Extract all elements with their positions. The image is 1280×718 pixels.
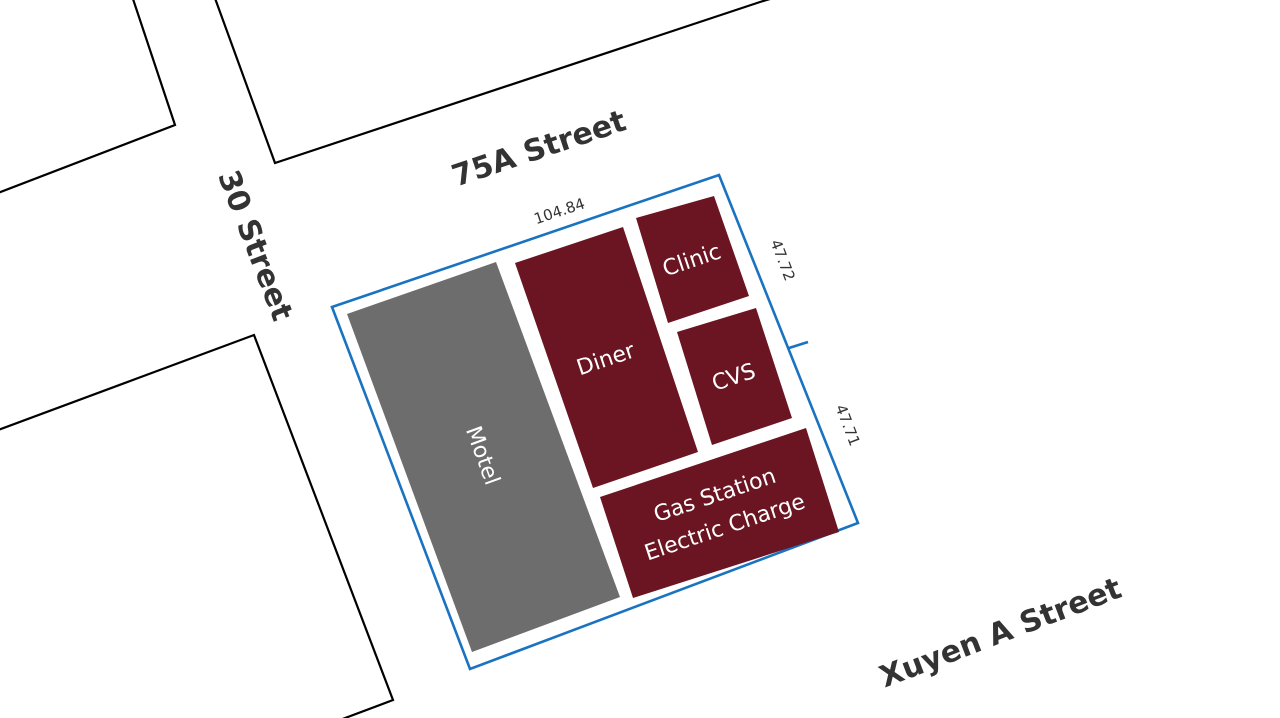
dimension-east-lower: 47.71 xyxy=(832,402,864,449)
lot-boundary xyxy=(330,173,860,671)
street-label-30: 30 Street xyxy=(210,166,299,326)
clinic-building xyxy=(636,196,749,323)
street-label-xuyen-a: Xuyen A Street xyxy=(875,571,1126,695)
street-label-75a: 75A Street xyxy=(448,104,631,195)
diner-building xyxy=(515,227,698,488)
dimension-east-upper: 47.72 xyxy=(767,237,799,284)
block-north xyxy=(214,0,771,165)
block-northwest xyxy=(0,0,177,194)
block-southwest xyxy=(0,333,395,718)
lot-split-tick xyxy=(788,340,809,350)
cvs-building xyxy=(677,308,792,445)
gas-station-building xyxy=(600,428,839,598)
motel-building xyxy=(347,262,620,652)
